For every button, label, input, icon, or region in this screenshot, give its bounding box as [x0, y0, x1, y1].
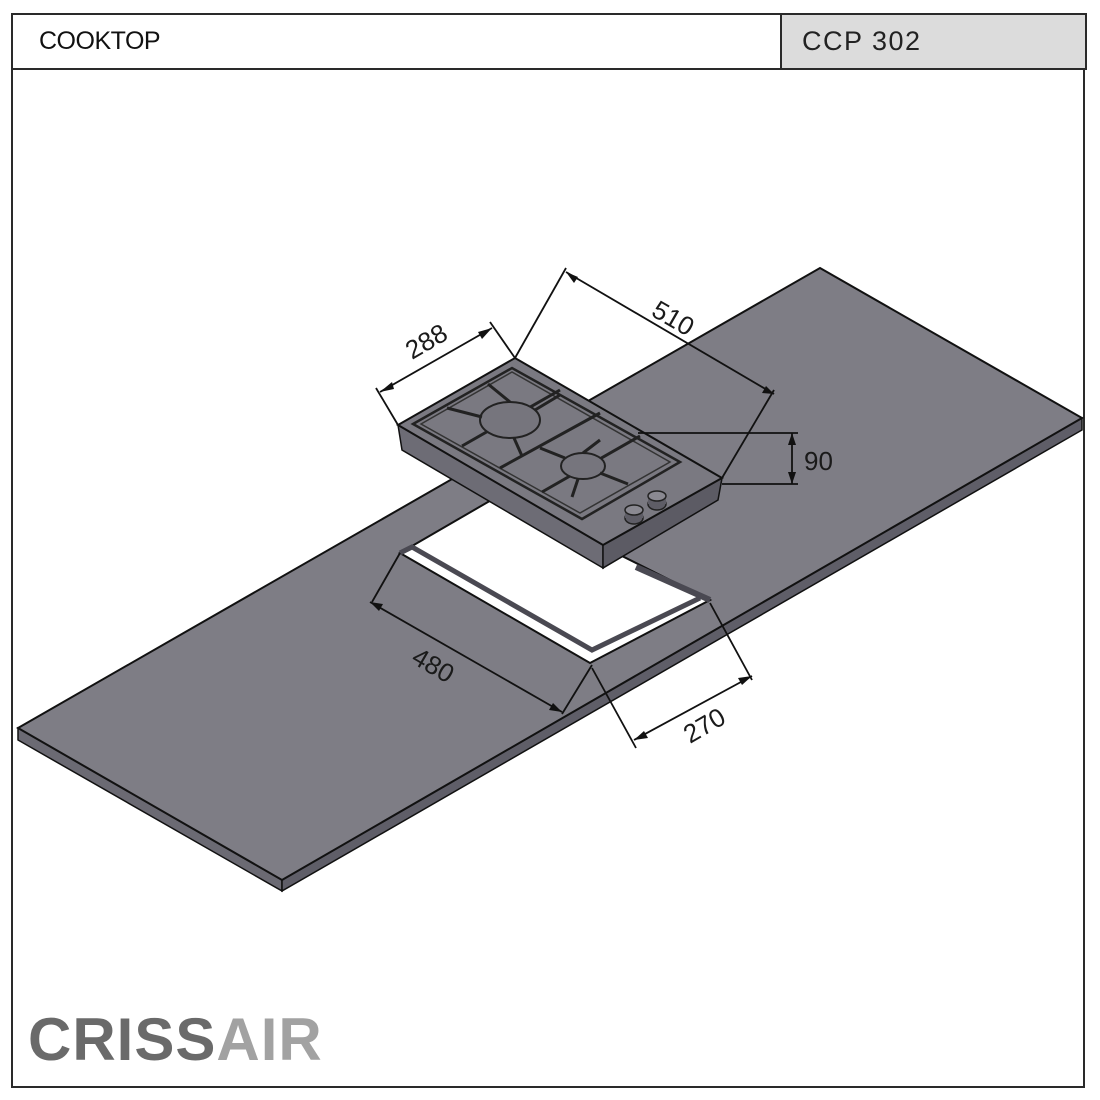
dim-cooktop-width: 288 — [400, 318, 453, 366]
logo-part-1: CRISS — [28, 1006, 217, 1073]
cutout — [398, 493, 713, 665]
logo-part-2: AIR — [216, 1006, 323, 1073]
dimension-lines — [369, 267, 798, 749]
model-number: CCP 302 — [780, 15, 1085, 68]
burner-1-icon — [479, 401, 541, 439]
brand-logo: CRISSAIR — [28, 1010, 323, 1070]
product-category-title: COOKTOP — [39, 27, 161, 55]
dim-cooktop-depth: 510 — [647, 294, 700, 342]
control-knobs — [624, 490, 667, 525]
cutout-inner-edge — [398, 544, 702, 653]
burner-2-icon — [560, 452, 606, 480]
dim-cutout-width: 270 — [678, 702, 731, 750]
dimension-arrows — [370, 272, 796, 740]
grate-frame — [410, 366, 683, 521]
title-block: COOKTOP CCP 302 — [11, 13, 1087, 70]
cooktop — [396, 356, 725, 570]
dim-cooktop-height: 90 — [804, 446, 833, 476]
